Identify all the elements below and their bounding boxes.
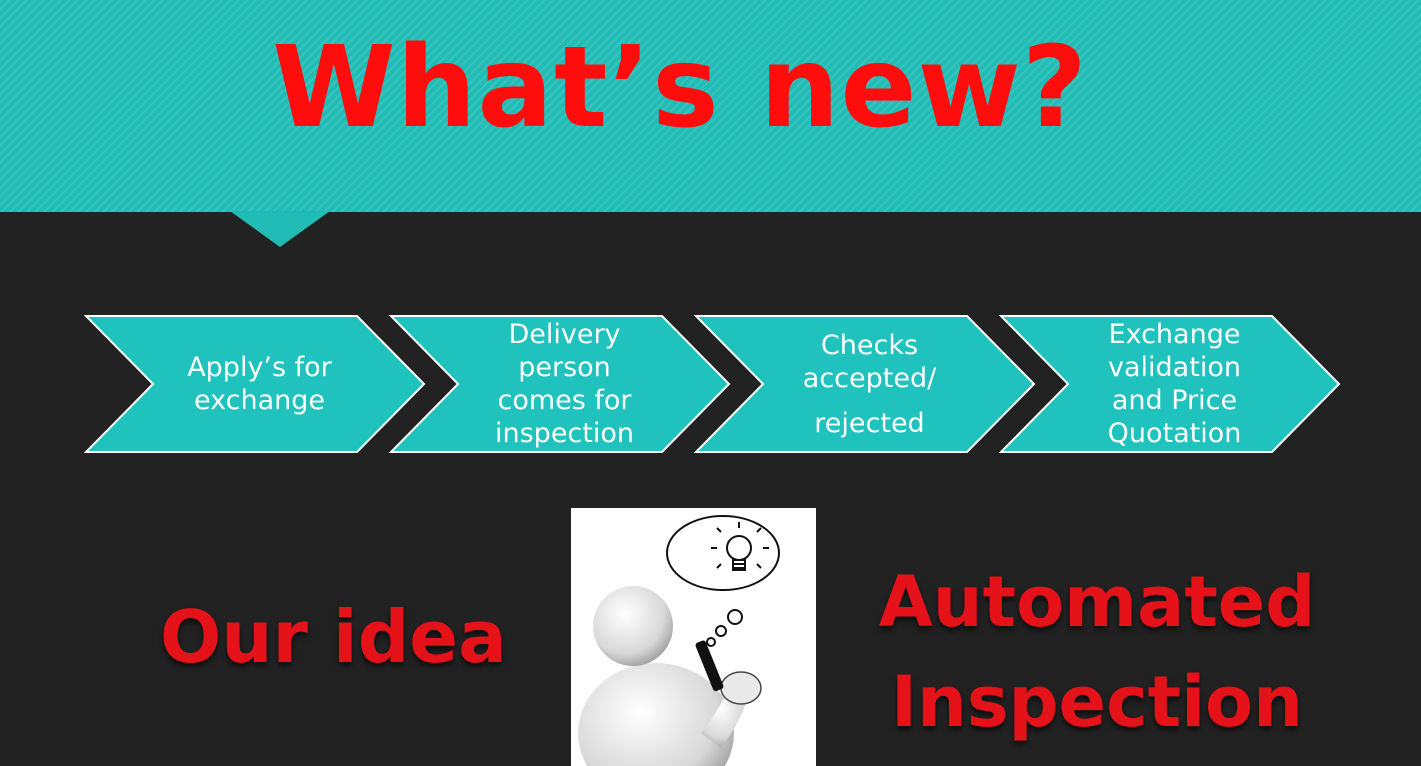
process-step-4-text: Exchange validation and Price Quotation — [1068, 314, 1281, 454]
thinking-figure-icon — [578, 515, 780, 766]
process-step-3-shape — [693, 315, 1036, 453]
thought-dot-1 — [727, 609, 743, 625]
figure-hand — [720, 671, 762, 705]
process-step-3-line-3: rejected — [814, 407, 925, 439]
process-step-3-text: Checks accepted/ rejected — [763, 314, 976, 454]
process-step-2-line-1: Delivery — [508, 319, 621, 350]
header-banner — [0, 0, 1421, 212]
automated-inspection-label: Automated Inspection — [862, 552, 1332, 752]
lightbulb-icon — [711, 522, 769, 571]
process-step-2-text: Delivery person comes for inspection — [458, 314, 671, 454]
header-notch — [230, 211, 330, 247]
process-chevrons — [84, 315, 1341, 453]
thinking-figure-lightbulb-illustration — [571, 508, 816, 766]
process-step-1-text: Apply’s for exchange — [153, 314, 366, 454]
page-title: What’s new? — [272, 23, 1088, 153]
process-step-4-line-3: and Price — [1111, 385, 1238, 416]
figure-head — [593, 586, 673, 666]
thought-dot-3 — [706, 637, 716, 647]
process-step-1-line-1: Apply’s for — [187, 352, 332, 383]
process-step-4-line-1: Exchange — [1108, 319, 1241, 350]
process-step-4-shape — [998, 315, 1341, 453]
process-flow: Apply’s for exchange Delivery person com… — [84, 314, 1344, 454]
figure-body — [578, 663, 734, 766]
process-step-1-shape — [84, 315, 426, 453]
process-step-3-line-2: accepted/ — [802, 362, 937, 394]
process-step-2-shape — [388, 315, 731, 453]
process-step-1-line-2: exchange — [193, 385, 325, 416]
process-step-2-line-2: person — [518, 352, 611, 383]
marker-pen-icon — [695, 640, 724, 692]
process-step-2-line-3: comes for — [497, 385, 632, 416]
our-idea-label: Our idea — [160, 595, 507, 679]
process-step-4-line-2: validation — [1108, 352, 1241, 383]
process-step-2-line-4: inspection — [495, 418, 634, 449]
process-step-3-line-1: Checks — [820, 329, 919, 361]
automated-inspection-line-1: Automated — [878, 561, 1316, 643]
automated-inspection-line-2: Inspection — [890, 661, 1303, 743]
thought-bubble — [666, 515, 780, 591]
process-step-4-line-4: Quotation — [1107, 418, 1242, 449]
thought-dot-2 — [715, 625, 727, 637]
